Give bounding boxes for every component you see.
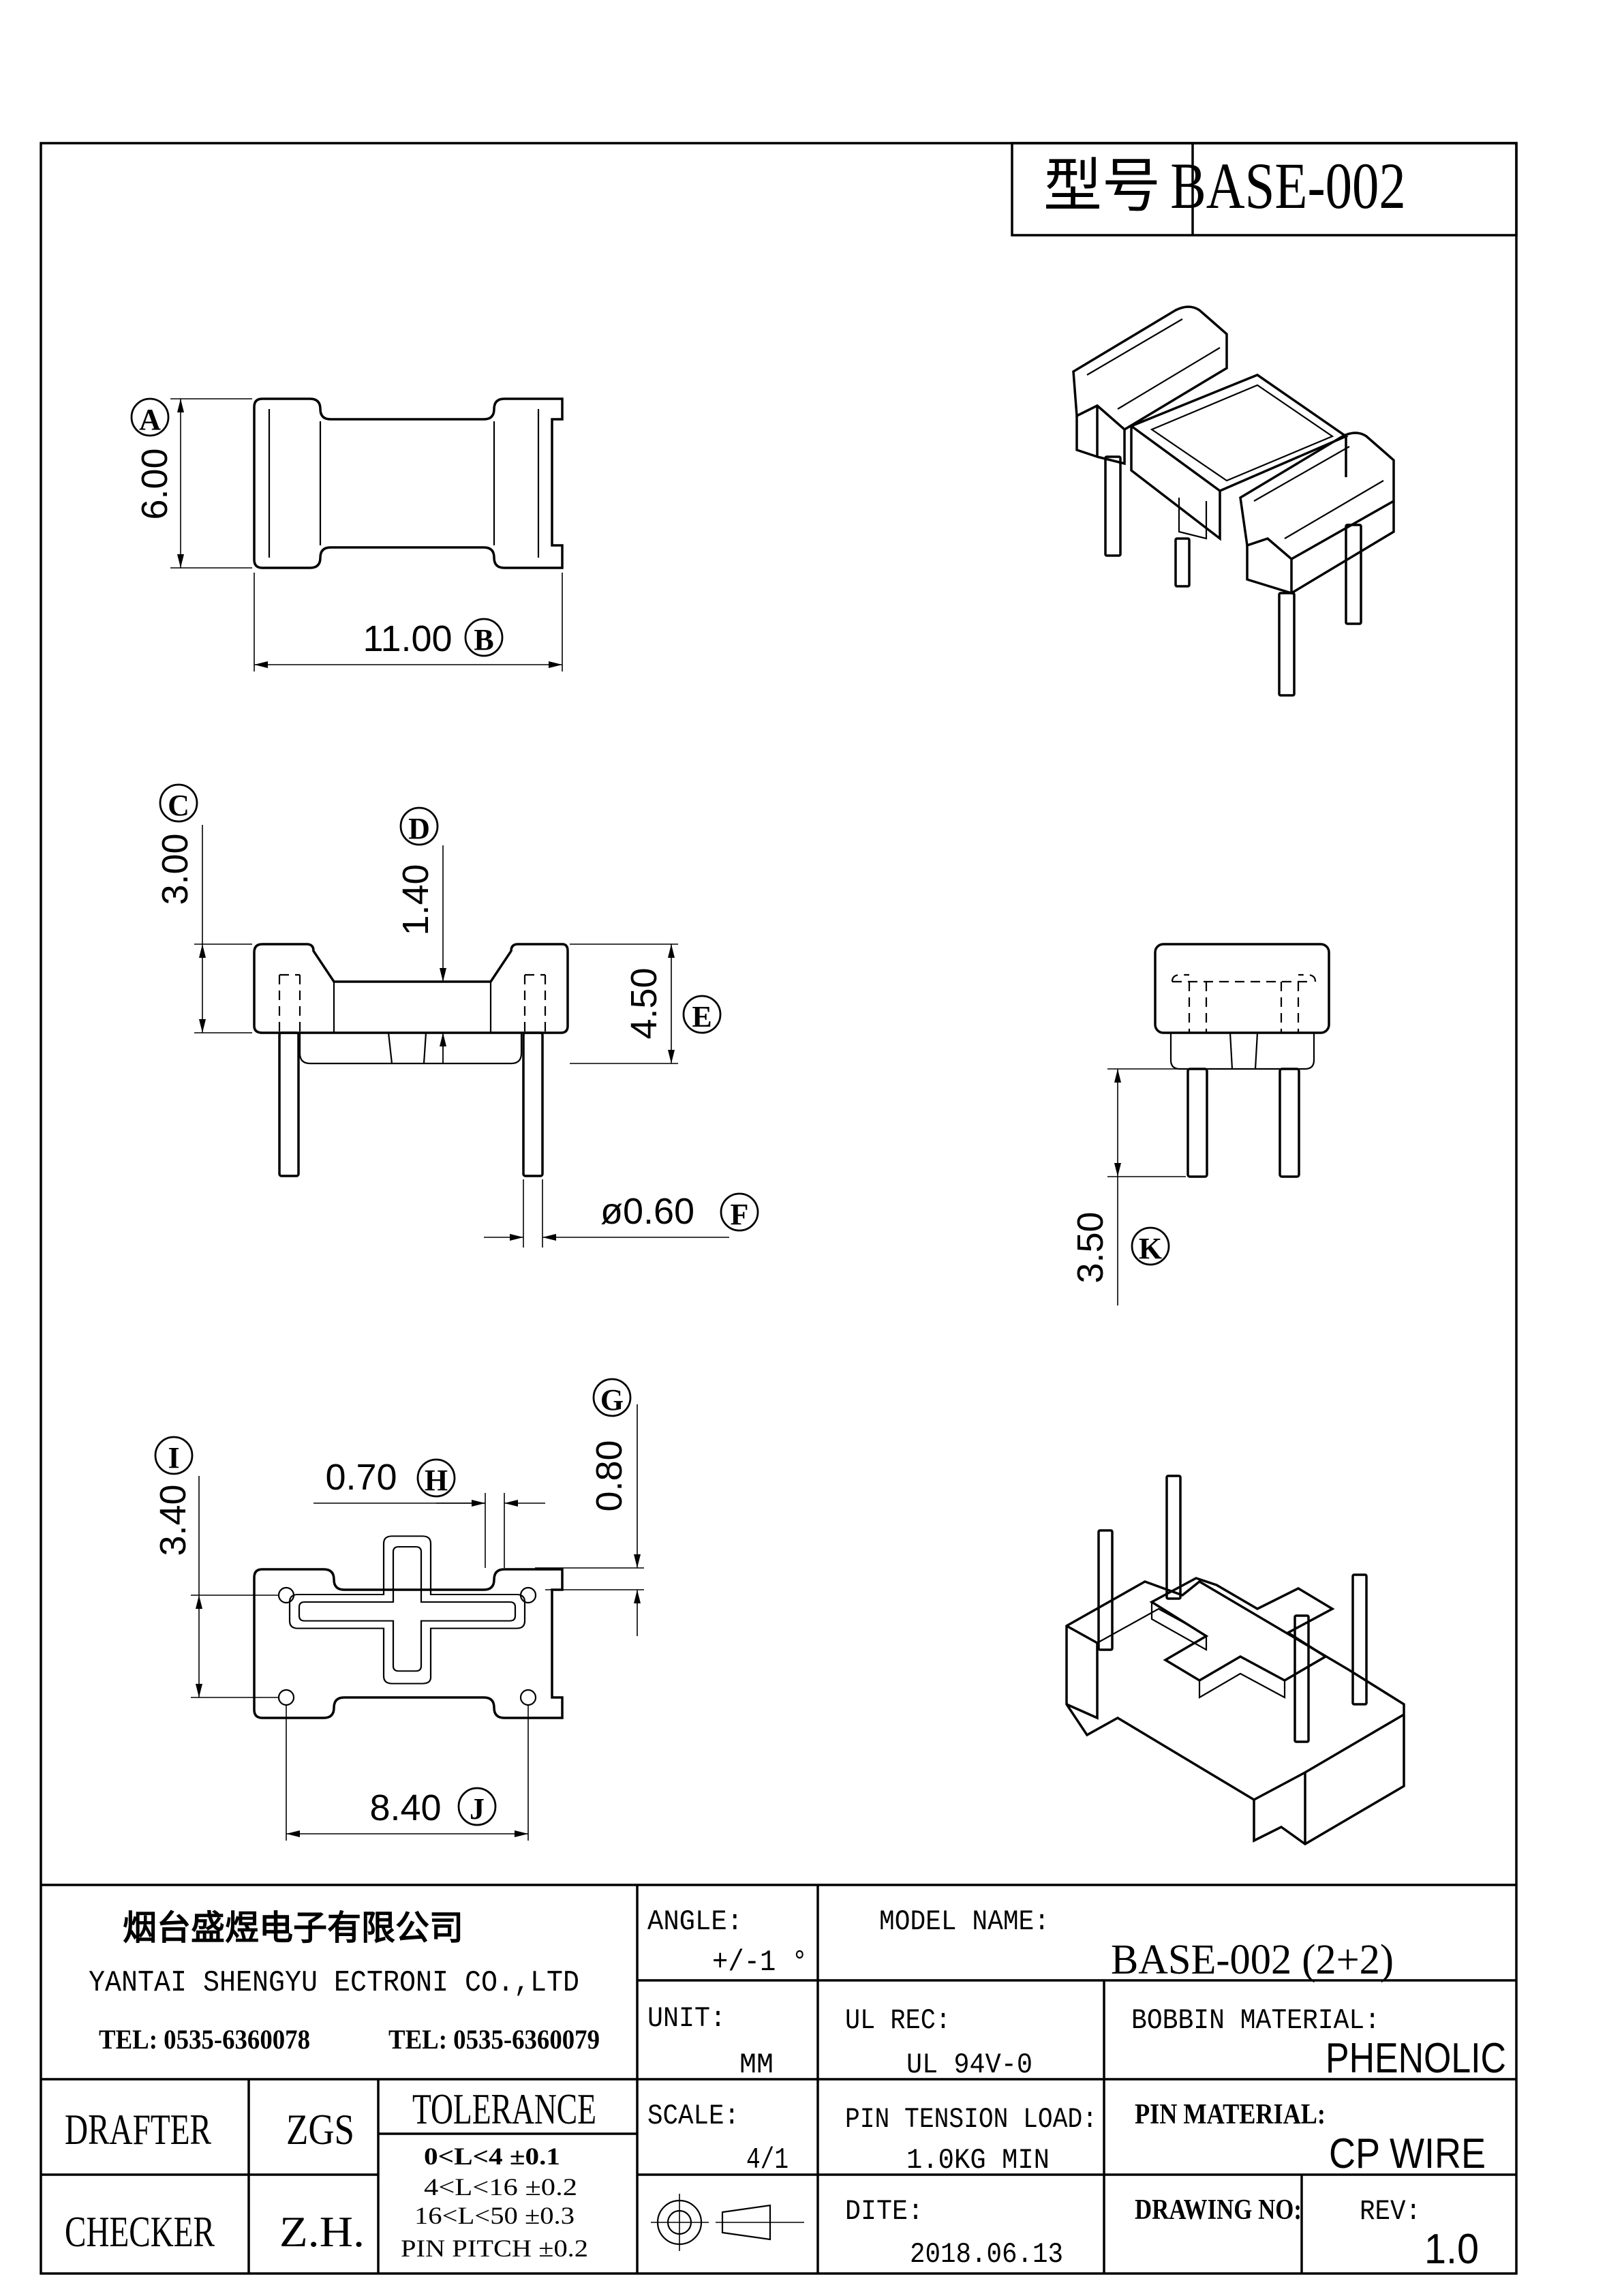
isometric-view-bottom xyxy=(1065,1475,1405,1846)
rev-value: 1.0 xyxy=(1424,2226,1479,2273)
pin-material-label: PIN MATERIAL: xyxy=(1135,2099,1326,2130)
dim-b-value: 11.00 xyxy=(363,618,452,659)
model-name-label: MODEL NAME: xyxy=(879,1905,1050,1938)
isometric-view-top xyxy=(1072,305,1395,697)
pin-tension-label: PIN TENSION LOAD: xyxy=(845,2103,1097,2136)
bobbin-value: PHENOLIC xyxy=(1326,2035,1506,2082)
scale-value: 4/1 xyxy=(746,2143,789,2177)
checker-label: CHECKER xyxy=(65,2207,215,2256)
rev-label: REV: xyxy=(1360,2195,1421,2228)
company-en: YANTAI SHENGYU ECTRONI CO.,LTD xyxy=(89,1966,579,2000)
dim-a-letter: A xyxy=(139,403,161,436)
model-header: 型号 BASE-002 xyxy=(1011,142,1518,237)
model-value: BASE-002 xyxy=(1170,150,1405,222)
tolerance-line-1: 0<L<4 ±0.1 xyxy=(424,2143,560,2170)
model-label: 型号 xyxy=(1043,152,1161,220)
ul-value: UL 94V-0 xyxy=(906,2049,1032,2081)
unit-label: UNIT: xyxy=(647,2002,726,2035)
angle-value: +/-1 ° xyxy=(712,1946,808,1980)
pin-tension-value: 1.0KG MIN xyxy=(906,2144,1050,2177)
dim-d-value: 1.40 xyxy=(395,864,436,935)
title-block: 烟台盛煜电子有限公司 YANTAI SHENGYU ECTRONI CO.,LT… xyxy=(41,1884,1516,2274)
tolerance-line-3: 16<L<50 ±0.3 xyxy=(414,2202,575,2229)
dim-k-value: 3.50 xyxy=(1070,1211,1111,1283)
tel-2: TEL: 0535-6360079 xyxy=(388,2024,600,2055)
model-name-value: BASE-002 (2+2) xyxy=(1111,1937,1394,1983)
dim-e-value: 4.50 xyxy=(624,967,664,1039)
tel-1: TEL: 0535-6360078 xyxy=(99,2024,310,2055)
dim-h-letter: H xyxy=(425,1464,448,1497)
dim-c-letter: C xyxy=(168,789,189,822)
top-view: 6.00 A 11.00 B xyxy=(130,397,564,671)
dim-j-value: 8.40 xyxy=(369,1787,441,1828)
dim-i-value: 3.40 xyxy=(153,1484,194,1556)
dim-j-letter: J xyxy=(470,1792,485,1826)
dim-a-value: 6.00 xyxy=(134,448,175,519)
drafter-label: DRAFTER xyxy=(65,2105,211,2154)
dim-c-value: 3.00 xyxy=(155,833,196,905)
drawing-no-label: DRAWING NO: xyxy=(1135,2194,1302,2226)
company-cn: 烟台盛煜电子有限公司 xyxy=(123,1908,463,1948)
sheet-border xyxy=(40,142,1518,2275)
scale-label: SCALE: xyxy=(647,2100,739,2132)
checker-value: Z.H. xyxy=(279,2207,365,2256)
tolerance-line-2: 4<L<16 ±0.2 xyxy=(424,2173,577,2201)
side-view: 3.50 K xyxy=(1070,943,1330,1305)
dim-k-letter: K xyxy=(1139,1232,1162,1265)
unit-value: MM xyxy=(739,2049,774,2081)
tolerance-label: TOLERANCE xyxy=(412,2085,596,2133)
angle-label: ANGLE: xyxy=(647,1905,743,1938)
tolerance-line-4: PIN PITCH ±0.2 xyxy=(401,2235,588,2262)
pin-material-value: CP WIRE xyxy=(1329,2130,1486,2177)
dim-g-letter: G xyxy=(600,1383,624,1417)
dim-d-letter: D xyxy=(408,812,430,845)
dim-f-letter: F xyxy=(731,1198,749,1231)
date-label: DITE: xyxy=(845,2195,923,2228)
dim-g-value: 0.80 xyxy=(589,1440,630,1511)
dim-b-letter: B xyxy=(474,623,493,656)
dim-h-value: 0.70 xyxy=(325,1457,397,1498)
ul-label: UL REC: xyxy=(845,2004,951,2037)
bottom-view: 3.40 I 8.40 J 0.70 H 0.80 G xyxy=(153,1378,644,1841)
dim-i-letter: I xyxy=(168,1441,179,1475)
front-view: 3.00 C 1.40 D 4.50 E ø0.60 F xyxy=(155,783,759,1248)
bobbin-label: BOBBIN MATERIAL: xyxy=(1131,2004,1380,2037)
dim-e-letter: E xyxy=(692,1000,711,1033)
projection-symbol xyxy=(651,2194,804,2251)
dim-f-value: ø0.60 xyxy=(600,1191,694,1232)
drafter-value: ZGS xyxy=(286,2105,354,2154)
date-value: 2018.06.13 xyxy=(910,2238,1063,2271)
